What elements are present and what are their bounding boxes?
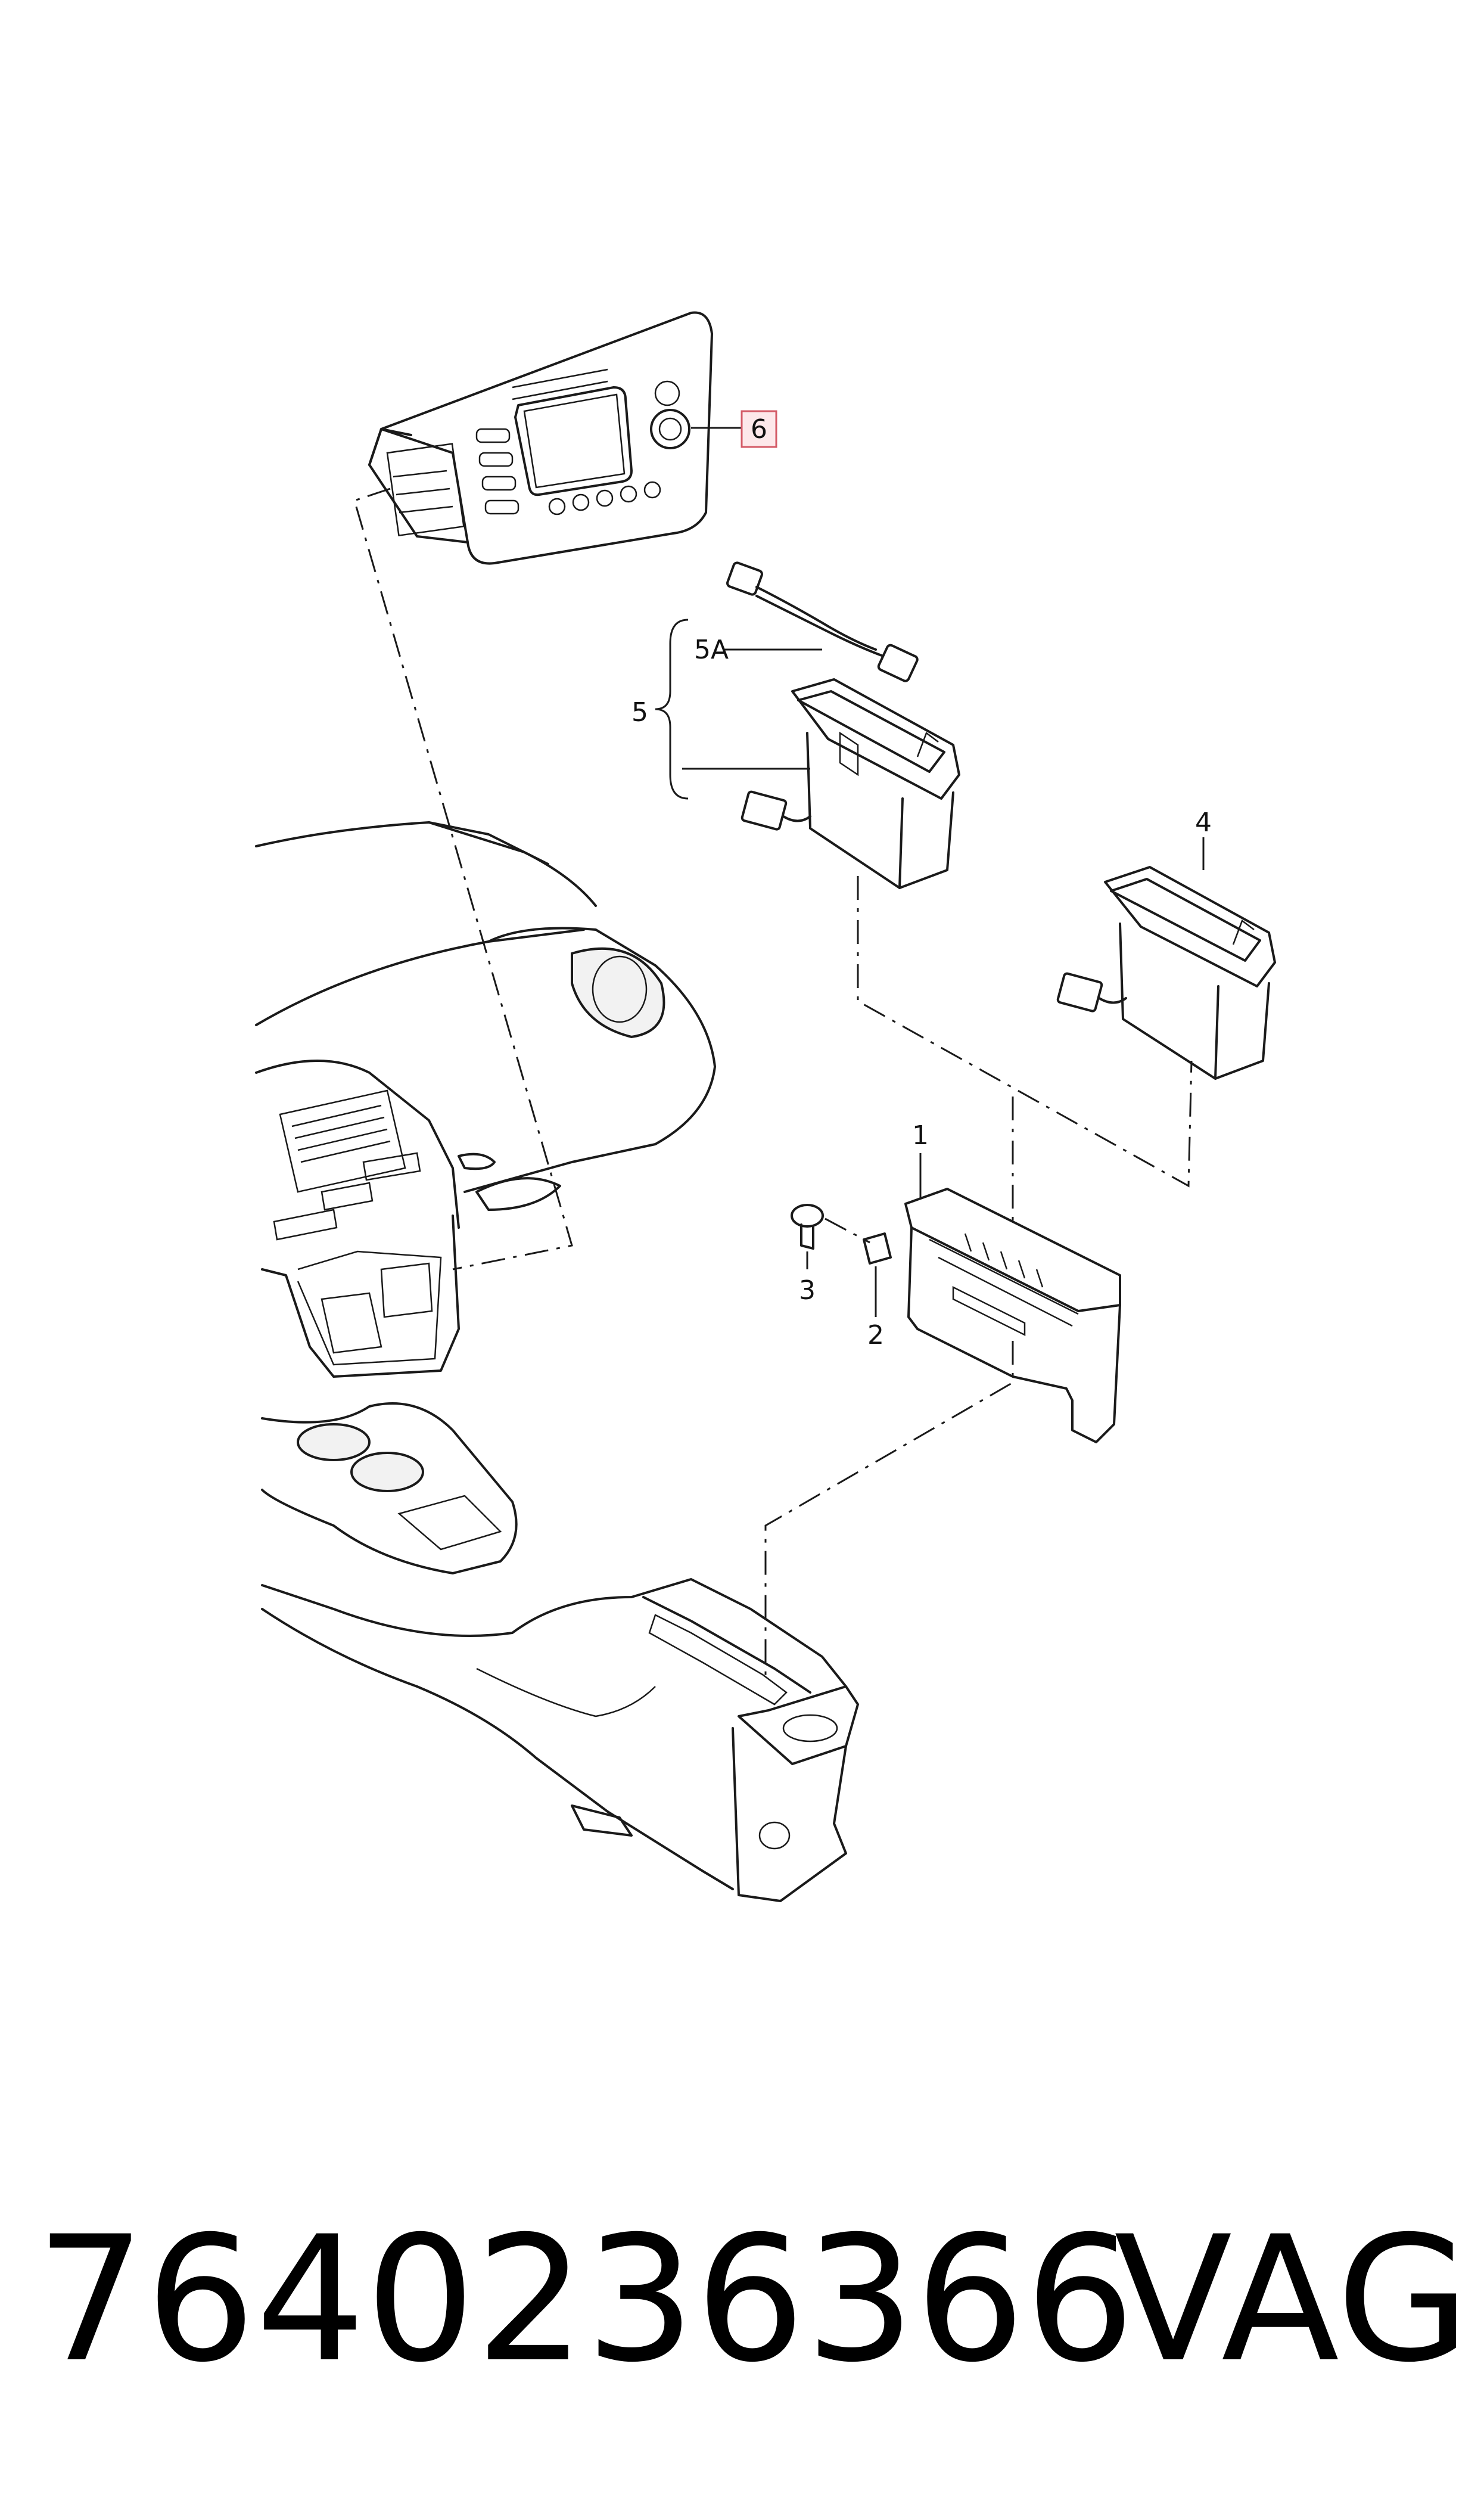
brand-name: VAG [1114,2200,1470,2400]
part-number: 7640236366 [36,2200,1135,2400]
clip [863,1232,892,1265]
callout-5a: 5A [694,635,729,665]
callout-4: 4 [1195,807,1212,838]
usb-aux-cable [726,561,919,682]
callout-6: 6 [751,414,767,445]
dashboard [255,821,716,1378]
mounting-bracket [904,1188,1121,1443]
callout-5: 5 [631,697,648,728]
callout-3: 3 [799,1275,816,1306]
center-console [261,1402,859,1902]
screw [791,1204,824,1250]
radio-head-unit [368,311,713,565]
callout-1: 1 [912,1120,929,1151]
exploded-parts-diagram: 6 5A 5 4 [255,311,1276,1902]
aux-module [1056,866,1276,1080]
callout-2: 2 [867,1320,884,1350]
usb-module [741,678,960,889]
